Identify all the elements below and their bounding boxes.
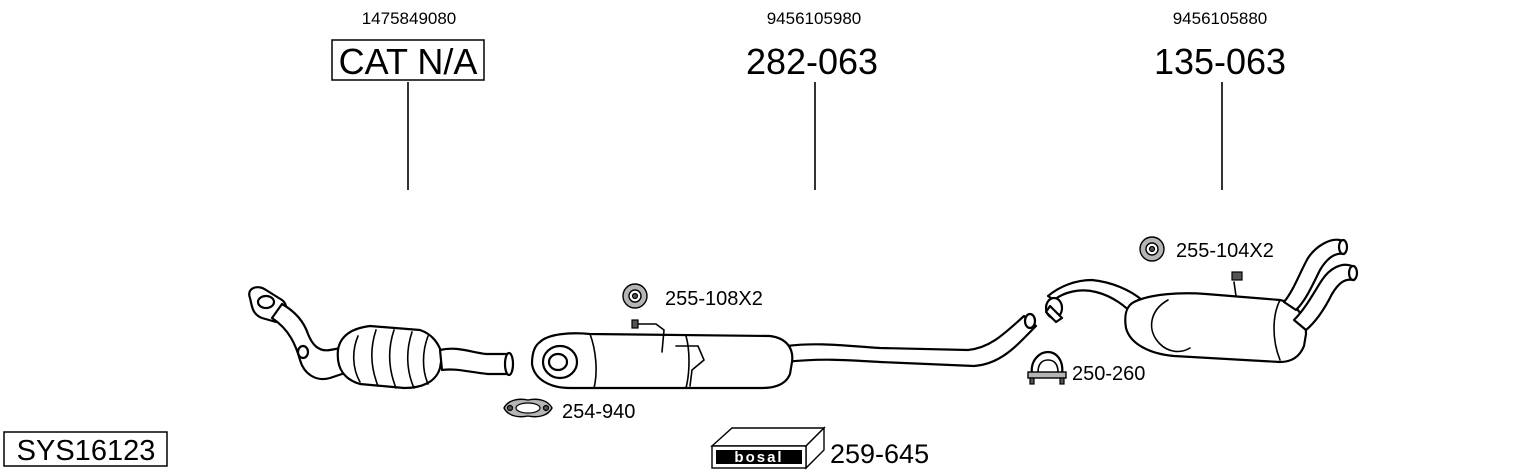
- accessory-label: 255-104X2: [1176, 240, 1274, 262]
- accessory-label: 259-645: [830, 439, 929, 469]
- accessory-label: 254-940: [562, 401, 635, 423]
- u-clamp-icon: [1027, 350, 1067, 385]
- bosal-kit-icon: bosal: [710, 426, 826, 470]
- column-rear-silencer: 9456105880 135-063: [1154, 9, 1286, 190]
- pipe-clamp-icon: [503, 398, 553, 418]
- system-code: SYS16123: [17, 435, 156, 467]
- middle-silencer-drawing: [530, 312, 1038, 390]
- rear-silencer-drawing: [1044, 238, 1359, 364]
- rubber-hanger-icon: [1139, 236, 1165, 262]
- accessory-label: 255-108X2: [665, 288, 763, 310]
- bosal-logo-text: bosal: [734, 449, 783, 466]
- accessory-label: 250-260: [1072, 363, 1145, 385]
- accessory-255-104x2: 255-104X2: [1139, 236, 1274, 262]
- rubber-hanger-icon: [622, 283, 648, 309]
- accessory-259-645: bosal 259-645: [710, 426, 929, 470]
- accessory-255-108x2: 255-108X2: [622, 283, 763, 310]
- catalytic-converter-drawing: [248, 286, 515, 390]
- oem-number: 1475849080: [362, 9, 457, 28]
- oem-number: 9456105980: [767, 9, 862, 28]
- column-catalytic-converter: 1475849080 CAT N/A: [331, 9, 485, 190]
- oem-number: 9456105880: [1173, 9, 1268, 28]
- system-code-box: SYS16123: [3, 431, 168, 467]
- part-number-box: [331, 39, 485, 81]
- part-number: 135-063: [1154, 41, 1286, 82]
- part-number: CAT N/A: [339, 41, 478, 82]
- column-middle-silencer: 9456105980 282-063: [746, 9, 878, 190]
- accessory-254-940: 254-940: [503, 398, 635, 423]
- part-number: 282-063: [746, 41, 878, 82]
- accessory-250-260: 250-260: [1027, 350, 1145, 385]
